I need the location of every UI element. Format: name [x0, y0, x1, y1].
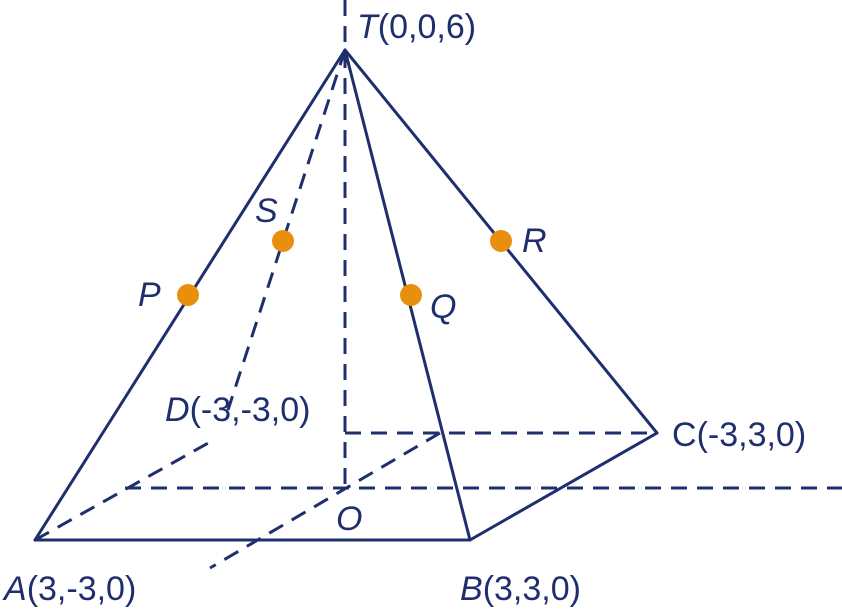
label-p: P [138, 276, 161, 314]
label-o: O [336, 500, 362, 538]
edge-TD-hidden [226, 49, 347, 411]
point-p [177, 284, 199, 306]
label-q: Q [430, 288, 456, 326]
point-s [272, 230, 294, 252]
label-s: S [255, 192, 278, 230]
label-c: C(-3,3,0) [672, 416, 806, 454]
marked-points [177, 230, 512, 306]
edge-BC [468, 431, 659, 542]
label-a: A(3,-3,0) [2, 570, 136, 608]
label-r: R [522, 222, 547, 260]
x-axis [209, 431, 441, 570]
edge-AD-hidden [34, 440, 211, 542]
label-d: D(-3,-3,0) [165, 391, 310, 429]
label-b: B(3,3,0) [460, 570, 581, 608]
point-r [490, 230, 512, 252]
point-q [400, 284, 422, 306]
hidden-edges [34, 0, 842, 570]
label-t: T(0,0,6) [357, 8, 476, 46]
